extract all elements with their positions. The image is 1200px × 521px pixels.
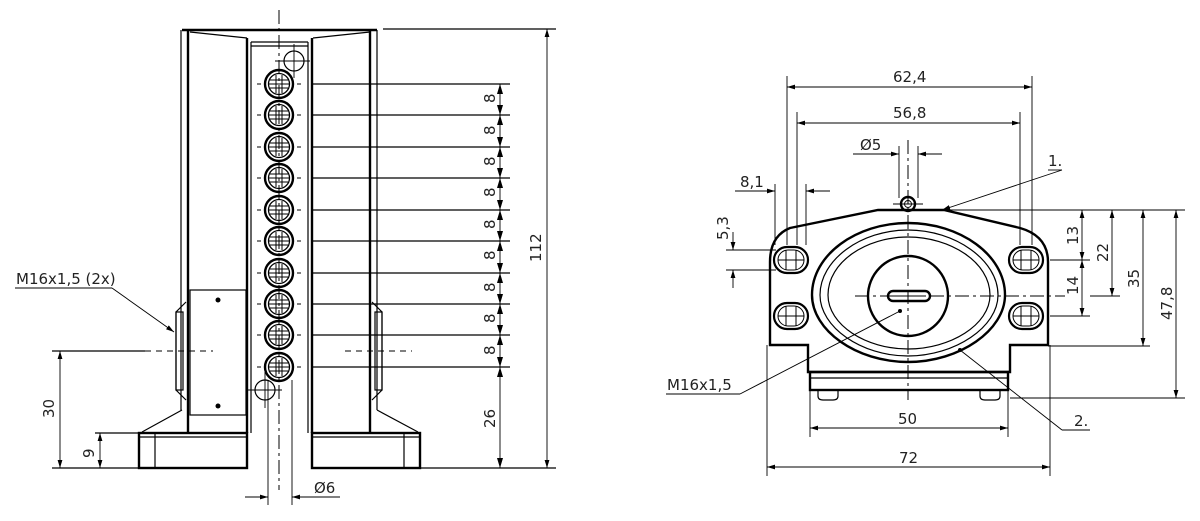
dim-13: 13 [1064,226,1082,245]
dim-width-outer-top: 62,4 [893,68,926,86]
dim-22: 22 [1094,243,1112,262]
dim-pitch-3: 8 [481,156,499,166]
dim-47-8: 47,8 [1158,287,1176,320]
dim-pitch-7: 8 [481,282,499,292]
dim-35: 35 [1125,269,1143,288]
dim-pin-diameter-left: Ø6 [314,479,335,497]
dim-pitch-9: 8 [481,345,499,355]
thread-label-left: M16x1,5 (2x) [16,270,116,288]
pitch-dimension-chain: 8 8 8 8 8 8 8 8 8 26 [481,84,503,468]
thread-label-right: M16x1,5 [667,376,732,394]
dim-base-height: 9 [80,448,98,458]
dim-pitch-8: 8 [481,313,499,323]
dim-pitch-1: 8 [481,93,499,103]
right-view: 62,4 56,8 Ø5 8,1 5,3 1. 2. [666,68,1185,476]
dim-width-inner-top: 56,8 [893,104,926,122]
dim-overall-height: 112 [527,233,545,262]
dim-pitch-5: 8 [481,219,499,229]
left-view: Ø6 8 8 8 8 8 8 8 8 8 26 112 [15,10,556,505]
dim-pitch-2: 8 [481,125,499,135]
dim-50: 50 [898,410,917,428]
dim-bottom-offset: 26 [481,409,499,428]
dim-slot-height: 5,3 [714,216,732,240]
dim-slot-width: 8,1 [740,173,764,191]
dim-pitch-6: 8 [481,250,499,260]
callout-2: 2. [1074,412,1088,430]
callout-1: 1. [1048,152,1062,170]
dim-pitch-4: 8 [481,187,499,197]
dim-pin-diameter-right: Ø5 [860,136,881,154]
dim-14: 14 [1064,276,1082,295]
dim-thread-height: 30 [40,399,58,418]
dim-72: 72 [899,449,918,467]
